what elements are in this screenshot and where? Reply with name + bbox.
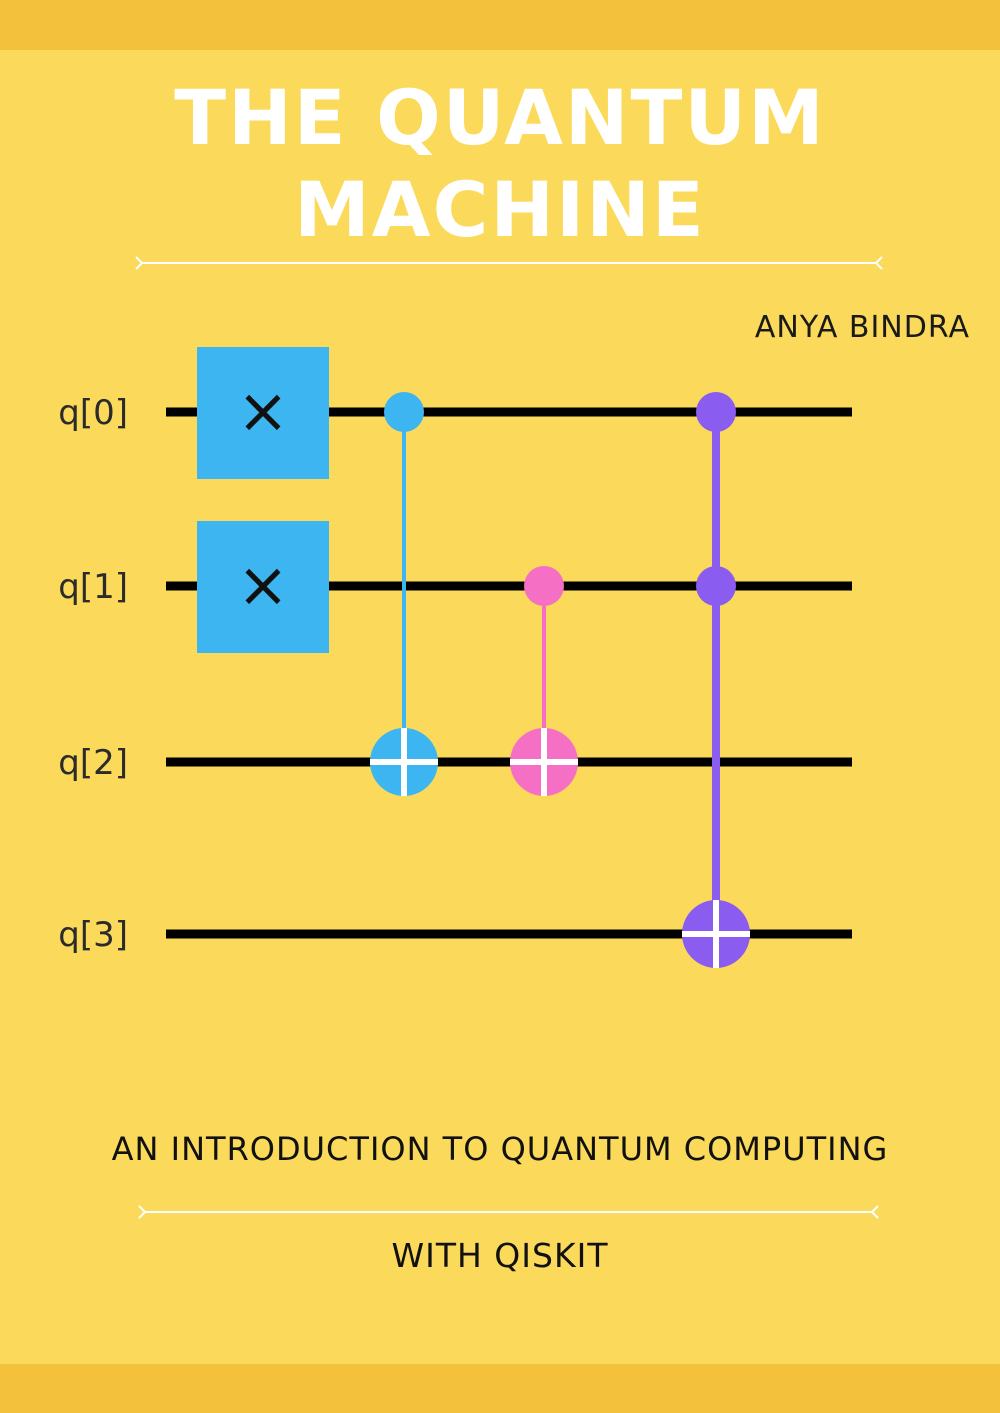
author-name: ANYA BINDRA bbox=[754, 310, 970, 345]
control-dot-2-0 bbox=[384, 392, 424, 432]
top-band bbox=[0, 0, 1000, 50]
bottom-band bbox=[0, 1364, 1000, 1413]
subtitle-line-2: WITH QISKIT bbox=[391, 1236, 609, 1275]
control-dot-3-0 bbox=[524, 566, 564, 606]
subtitle-line-1: AN INTRODUCTION TO QUANTUM COMPUTING bbox=[111, 1130, 889, 1168]
control-dot-4-0 bbox=[696, 392, 736, 432]
x-gate-icon-1: × bbox=[237, 548, 289, 621]
x-gate-box-1 bbox=[197, 521, 329, 653]
qubit-label-2: q[2] bbox=[58, 743, 128, 783]
x-gate-icon-0: × bbox=[237, 374, 289, 447]
title-divider bbox=[135, 256, 883, 270]
title-line-1: THE QUANTUM bbox=[174, 73, 826, 162]
qubit-label-3: q[3] bbox=[58, 915, 128, 955]
x-gate-box-0 bbox=[197, 347, 329, 479]
subtitle-divider bbox=[138, 1205, 879, 1219]
control-dot-4-1 bbox=[696, 566, 736, 606]
qubit-label-0: q[0] bbox=[58, 393, 128, 433]
title-line-2: MACHINE bbox=[294, 165, 706, 254]
qubit-label-1: q[1] bbox=[58, 567, 128, 607]
